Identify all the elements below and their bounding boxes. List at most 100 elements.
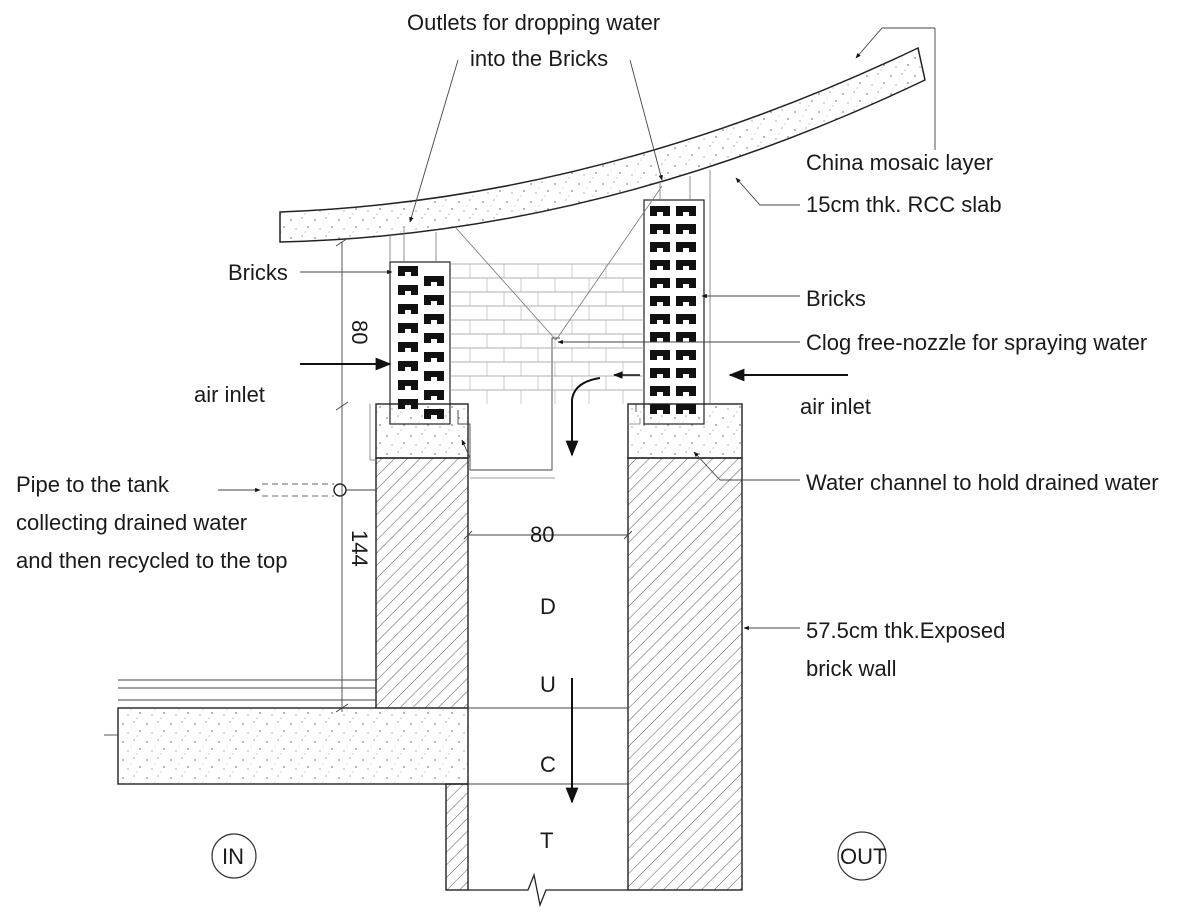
brick-mark (650, 242, 670, 252)
brick-mark (398, 342, 418, 352)
brick-notch (683, 302, 689, 306)
brick-notch (405, 386, 411, 390)
brick-notch (657, 338, 663, 342)
left-wall (375, 403, 469, 709)
label-bricks-left: Bricks (228, 260, 288, 285)
brick-mark (650, 386, 670, 396)
brick-mark (650, 224, 670, 234)
label-wall-line2: brick wall (806, 656, 896, 681)
center-brick-courses (450, 263, 644, 404)
brick-notch (657, 320, 663, 324)
rcc-slab (279, 46, 926, 243)
duct-letter-d: D (540, 594, 556, 619)
brick-notch (405, 291, 411, 295)
brick-mark (676, 278, 696, 288)
label-in: IN (222, 844, 244, 869)
dimension-horizontal (463, 530, 633, 540)
brick-mark (398, 304, 418, 314)
brick-notch (683, 248, 689, 252)
label-out: OUT (840, 844, 886, 869)
brick-mark (424, 409, 444, 419)
label-air-inlet-right: air inlet (800, 394, 871, 419)
brick-mark (398, 285, 418, 295)
brick-notch (657, 230, 663, 234)
brick-notch (683, 356, 689, 360)
label-pipe-line1: Pipe to the tank (16, 472, 170, 497)
label-air-inlet-left: air inlet (194, 382, 265, 407)
brick-mark (676, 350, 696, 360)
label-rcc-slab: 15cm thk. RCC slab (806, 192, 1002, 217)
brick-notch (405, 405, 411, 409)
brick-notch (657, 410, 663, 414)
brick-notch (431, 396, 437, 400)
brick-notch (405, 329, 411, 333)
brick-mark (650, 332, 670, 342)
label-bricks-right: Bricks (806, 286, 866, 311)
right-brick-stack (643, 199, 705, 425)
dimension-wall-height: 144 (347, 530, 372, 567)
brick-notch (431, 415, 437, 419)
brick-mark (676, 404, 696, 414)
in-marker: IN (211, 833, 257, 879)
brick-mark (424, 276, 444, 286)
brick-notch (431, 358, 437, 362)
lower-left-wall (445, 783, 469, 891)
brick-mark (676, 296, 696, 306)
brick-notch (657, 302, 663, 306)
brick-mark (676, 368, 696, 378)
outlet-marks (369, 170, 711, 461)
label-nozzle: Clog free-nozzle for spraying water (806, 330, 1147, 355)
brick-mark (676, 242, 696, 252)
brick-mark (676, 224, 696, 234)
brick-notch (683, 212, 689, 216)
out-marker: OUT (837, 831, 887, 881)
brick-notch (683, 266, 689, 270)
brick-notch (683, 410, 689, 414)
brick-mark (650, 350, 670, 360)
brick-mark (424, 371, 444, 381)
brick-mark (424, 352, 444, 362)
label-water-channel: Water channel to hold drained water (806, 470, 1159, 495)
brick-mark (424, 314, 444, 324)
drain-pipe (262, 483, 376, 497)
label-outlets-line2: into the Bricks (470, 46, 608, 71)
brick-mark (650, 404, 670, 414)
floor-slab (104, 679, 469, 785)
brick-notch (683, 338, 689, 342)
dimension-vertical (335, 237, 349, 713)
brick-notch (431, 320, 437, 324)
duct-letter-t: T (540, 828, 553, 853)
duct-letter-c: C (540, 752, 556, 777)
brick-mark (676, 332, 696, 342)
brick-mark (424, 295, 444, 305)
brick-mark (650, 278, 670, 288)
brick-notch (683, 230, 689, 234)
brick-mark (398, 266, 418, 276)
brick-notch (657, 266, 663, 270)
duct-letter-u: U (540, 672, 556, 697)
brick-notch (431, 282, 437, 286)
label-china-mosaic: China mosaic layer (806, 150, 993, 175)
dimension-duct-width: 80 (530, 522, 554, 547)
brick-notch (431, 377, 437, 381)
brick-notch (657, 212, 663, 216)
brick-notch (431, 301, 437, 305)
label-outlets-line1: Outlets for dropping water (407, 10, 660, 35)
brick-mark (424, 333, 444, 343)
brick-notch (431, 339, 437, 343)
brick-notch (683, 284, 689, 288)
label-wall-line1: 57.5cm thk.Exposed (806, 618, 1005, 643)
brick-mark (650, 314, 670, 324)
label-pipe-line3: and then recycled to the top (16, 548, 288, 573)
brick-mark (398, 399, 418, 409)
brick-mark (398, 380, 418, 390)
brick-notch (405, 310, 411, 314)
brick-notch (683, 320, 689, 324)
brick-mark (650, 368, 670, 378)
right-wall (627, 403, 743, 891)
brick-mark (676, 386, 696, 396)
brick-mark (650, 260, 670, 270)
left-brick-stack (389, 261, 451, 425)
brick-notch (657, 248, 663, 252)
